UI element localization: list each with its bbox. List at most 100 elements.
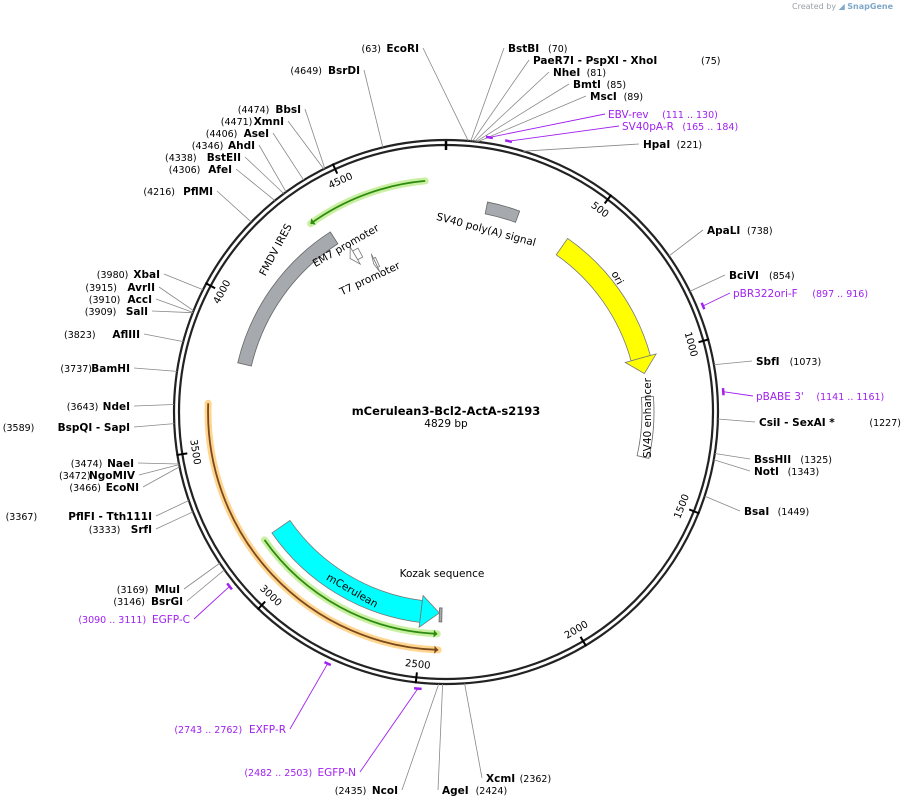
site-leader-line [244,156,285,194]
site-xcmi[interactable]: XcmI(2362) [486,773,551,785]
site-srfi[interactable]: SrfI(3333) [89,524,152,536]
primer-egfp-c[interactable]: EGFP-C(3090 .. 3111) [78,614,190,626]
annotation-arcs [204,177,442,654]
site-bstbi[interactable]: BstBI(70) [508,43,568,55]
site-acci[interactable]: AccI(3910) [89,294,152,306]
site-position: (1343) [788,467,820,478]
primer-position: (897 .. 916) [812,289,868,300]
site-bcivi[interactable]: BciVI(854) [729,270,795,282]
site-name: EcoRI [386,43,419,55]
site-leader-line [133,367,178,372]
primer-position: (165 .. 184) [682,122,738,133]
feature-sv40-enhancer[interactable] [636,396,655,459]
site-msci[interactable]: MscI(89) [590,91,643,103]
feature-mcerulean[interactable] [271,519,423,623]
site-pflfi[interactable]: PflFI - Tth111I(3367) [6,511,152,523]
site-leader-line [143,333,184,342]
primer-name: EGFP-N [317,767,356,779]
site-name: NcoI [372,785,398,797]
site-name: MscI [590,91,617,103]
primers: EBV-rev(111 .. 130)SV40pA-R(165 .. 184) p… [78,109,884,779]
site-bsrdi[interactable]: BsrDI(4649) [290,65,360,77]
scale-tick [603,194,613,205]
site-leader-line [133,404,175,407]
site-name: AccI [128,294,152,306]
site-ndei[interactable]: NdeI(3643) [67,401,130,413]
feature-fmdv-ires[interactable] [237,231,339,367]
feature-em7-promoter[interactable] [352,247,364,261]
primer-leader-line [359,688,419,773]
primer-egfp-n[interactable]: EGFP-N(2482 .. 2503) [244,767,356,779]
site-ahdi[interactable]: AhdI(4346) [192,140,255,152]
site-sali[interactable]: SalI(3909) [85,306,148,318]
site-ngomiv[interactable]: NgoMIV(3472) [59,470,136,482]
site-csii[interactable]: CsiI - SexAI *(1227) [759,417,901,429]
site-bmti[interactable]: BmtI(85) [573,79,626,91]
site-bsrgi[interactable]: BsrGI(3146) [113,596,183,608]
site-position: (4474) [238,105,270,116]
site-ncoi[interactable]: NcoI(2435) [335,785,398,797]
green-annotation-arc-top [310,180,426,225]
plasmid-length: 4829 bp [424,418,468,430]
site-bbsi[interactable]: BbsI(4474) [238,104,301,116]
site-bsteii[interactable]: BstEII(4338) [165,152,241,164]
site-xbai[interactable]: XbaI(3980) [97,269,160,281]
feature-kozak-sequence[interactable] [438,607,443,623]
scale-tick [204,282,216,290]
feature-sv40-poly-a-signal[interactable] [484,201,521,223]
site-position: (3474) [71,459,103,470]
primer-pbabe-3-[interactable]: pBABE 3'(1141 .. 1161) [756,391,884,403]
primer-exfp-r[interactable]: EXFP-R(2743 .. 2762) [174,724,286,736]
site-name: PaeR7I - PspXI - XhoI [533,55,657,67]
site-paer7i[interactable]: PaeR7I - PspXI - XhoI(75) [533,55,721,67]
site-name: BstBI [508,43,539,55]
site-position: (854) [769,271,795,282]
site-position: (3466) [69,483,101,494]
site-xmni[interactable]: XmnI(4471) [221,116,284,128]
primer-ebv-rev[interactable]: EBV-rev(111 .. 130) [608,109,718,121]
primer-pbr322ori-f[interactable]: pBR322ori-F(897 .. 916) [733,288,868,300]
site-afei[interactable]: AfeI(4306) [169,164,232,176]
site-leader-line [258,144,287,193]
site-econi[interactable]: EcoNI(3466) [69,482,139,494]
site-afliii[interactable]: AflIII(3823) [64,329,140,341]
site-position: (4406) [206,129,238,140]
site-mlui[interactable]: MluI(3169) [117,584,180,596]
site-name: AseI [244,128,269,140]
site-name: ApaLI [707,225,740,237]
site-avrii[interactable]: AvrII(3915) [85,282,155,294]
site-bsai[interactable]: BsaI(1449) [744,506,809,518]
site-position: (2424) [476,786,508,797]
scale-tick-label: 500 [589,200,611,220]
site-leader-line [137,462,180,465]
feature-ori[interactable] [555,237,651,362]
site-name: BssHII [754,454,791,466]
site-position: (1227) [869,418,901,429]
site-agei[interactable]: AgeI(2424) [442,785,507,797]
site-hpai[interactable]: HpaI(221) [643,139,702,151]
site-sbfi[interactable]: SbfI(1073) [756,356,821,368]
primer-position: (2743 .. 2762) [174,725,242,736]
site-naei[interactable]: NaeI (3474) [71,458,134,470]
site-position: (221) [677,140,703,151]
site-name: NaeI [107,458,134,470]
site-bsshii[interactable]: BssHII(1325) [754,454,832,466]
site-bspqi[interactable]: BspQI - SapI(3589) [3,422,130,434]
site-name: SrfI [131,524,152,536]
feature-label-kozak-sequence: Kozak sequence [400,568,485,580]
feature-label-t7-promoter: T7 promoter [337,260,403,299]
site-leader-line [155,500,189,517]
site-pflmi[interactable]: PflMI(4216) [143,186,213,198]
site-position: (3367) [6,512,38,523]
site-noti[interactable]: NotI(1343) [754,466,819,478]
site-nhei[interactable]: NheI(81) [553,67,606,79]
site-name: BstEII [207,152,241,164]
site-leader-line [714,453,751,460]
site-position: (3169) [117,585,149,596]
primer-sv40pa-r[interactable]: SV40pA-R(165 .. 184) [622,121,738,133]
site-ecori[interactable]: EcoRI(63) [361,43,419,55]
site-bamhi[interactable]: BamHI(3737) [60,363,130,375]
site-apali[interactable]: ApaLI(738) [707,225,773,237]
scale-tick-label: 2500 [404,658,431,672]
site-asei[interactable]: AseI (4406) [206,128,269,140]
